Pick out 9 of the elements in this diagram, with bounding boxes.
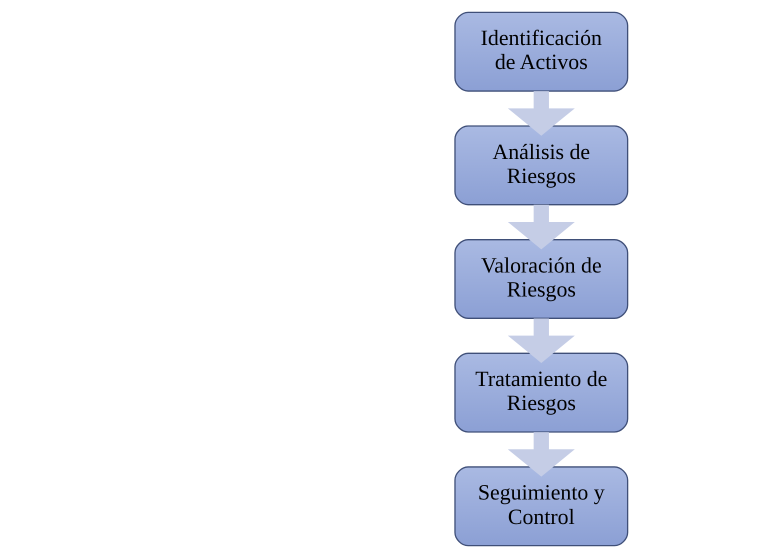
- node-box: Identificación de Activos: [454, 12, 628, 92]
- node-box: Tratamiento de Riesgos: [454, 352, 628, 433]
- arrow: [507, 432, 574, 477]
- node-box: Valoración de Riesgos: [454, 239, 628, 319]
- arrow: [507, 204, 574, 250]
- node-box: Seguimiento y Control: [454, 466, 628, 546]
- arrow: [507, 318, 574, 363]
- node-box: Análisis de Riesgos: [454, 125, 628, 206]
- arrow: [507, 91, 574, 136]
